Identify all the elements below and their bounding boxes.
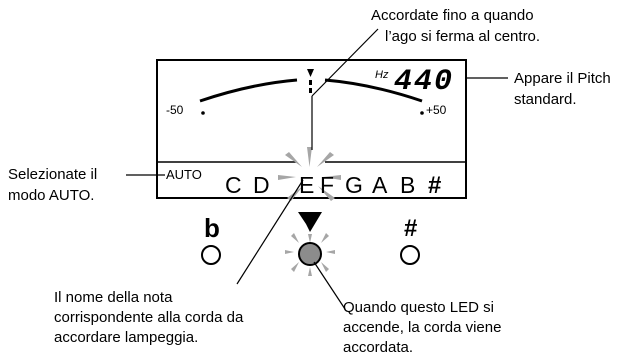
led-flash-rays (285, 233, 335, 276)
note-leader-line (236, 179, 304, 285)
meter-needle-tick (309, 80, 312, 85)
note-f: F (320, 172, 334, 198)
sharp-led (400, 245, 420, 265)
led-callout-line1: Quando questo LED si (343, 299, 494, 316)
pitch-value: 440 (394, 65, 454, 99)
note-flash-rays (278, 147, 341, 201)
flat-led (201, 245, 221, 265)
note-callout-line3: accordare lampeggia. (54, 329, 198, 346)
tune-callout-line2: l’ago si ferma al centro. (385, 28, 540, 45)
led-callout-line2: accende, la corda viene (343, 319, 501, 336)
center-arrow-icon (298, 212, 322, 232)
led-leader-line (313, 261, 346, 310)
mode-auto-label: AUTO (166, 167, 202, 182)
tuned-led (298, 242, 322, 266)
note-a: A (372, 172, 388, 198)
meter-arc-right (324, 78, 423, 103)
pitch-callout-line1: Appare il Pitch (514, 70, 611, 87)
hz-unit-label: Hz (375, 69, 389, 81)
meter-arc-left (199, 78, 298, 103)
led-callout-line3: accordata. (343, 339, 413, 356)
note-callout-line1: Il nome della nota (54, 289, 173, 306)
meter-needle-tick (309, 88, 312, 93)
scale-max-label: +50 (426, 103, 447, 117)
tune-callout-line1: Accordate fino a quando (371, 7, 534, 24)
scale-min-label: -50 (166, 103, 184, 117)
scale-max-dot (420, 111, 424, 115)
auto-callout-line2: modo AUTO. (8, 187, 94, 204)
note-c: C (225, 172, 242, 198)
flat-symbol: b (204, 213, 220, 243)
sharp-symbol: # (404, 215, 417, 242)
pitch-callout-line2: standard. (514, 91, 577, 108)
lcd-display (156, 59, 467, 199)
meter-center-marker (307, 69, 314, 77)
note-sharp: # (428, 172, 441, 199)
note-callout-line2: corrispondente alla corda da (54, 309, 244, 326)
scale-min-dot (201, 111, 205, 115)
tune-leader-line (311, 28, 379, 97)
note-d: D (253, 172, 270, 198)
note-row: C D E F G A B # (225, 172, 441, 199)
note-e-active: E (299, 172, 314, 198)
note-b: B (400, 172, 415, 198)
note-g: G (345, 172, 363, 198)
auto-callout-line1: Selezionate il (8, 166, 97, 183)
